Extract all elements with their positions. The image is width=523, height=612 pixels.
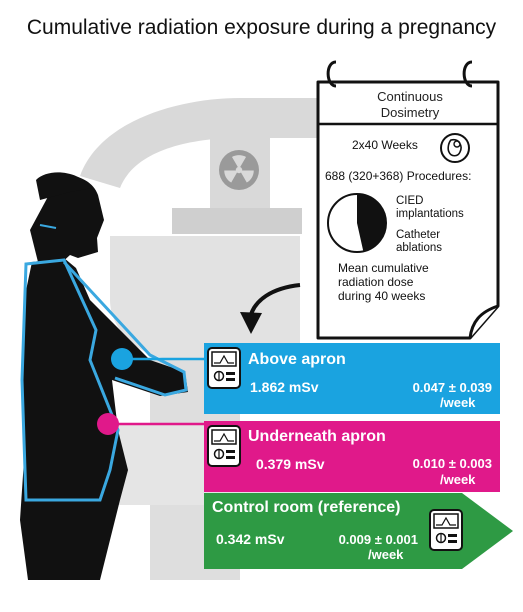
procedure-pie-chart [327, 193, 387, 253]
underneath-apron-rate-unit: /week [440, 472, 476, 487]
cied-label-line2: implantations [396, 208, 464, 220]
underneath-apron-title: Underneath apron [248, 428, 386, 445]
underneath-apron-rate: 0.010 ± 0.003 [412, 456, 492, 471]
procedures-label: 688 (320+368) Procedures: [325, 169, 472, 183]
underneath-apron-dot [97, 413, 119, 435]
cied-label-line1: CIED [396, 195, 424, 207]
dosimetry-calendar [316, 60, 500, 340]
control-room-rate-unit: /week [368, 547, 404, 562]
mean-dose-line1: Mean cumulative [338, 261, 429, 275]
control-room-rate: 0.009 ± 0.001 [338, 532, 418, 547]
weeks-label: 2x40 Weeks [352, 138, 418, 152]
pie-slice-cied [357, 194, 387, 252]
calendar-heading-line1: Continuous [377, 89, 443, 104]
control-room-title: Control room (reference) [212, 499, 401, 516]
mean-dose-line2: radiation dose [338, 275, 414, 289]
fetus-icon [440, 133, 470, 163]
dosimeter-icon [429, 509, 463, 551]
control-room-dose: 0.342 mSv [216, 531, 285, 547]
above-apron-dose: 1.862 mSv [250, 379, 319, 395]
pointer-arrow [240, 283, 301, 334]
above-apron-title: Above apron [248, 351, 346, 368]
page-title: Cumulative radiation exposure during a p… [26, 16, 497, 39]
ablation-label-line2: ablations [396, 242, 443, 254]
above-apron-rate: 0.047 ± 0.039 [412, 380, 492, 395]
mean-dose-line3: during 40 weeks [338, 289, 426, 303]
underneath-apron-box [204, 421, 500, 492]
above-apron-dot [111, 348, 133, 370]
radiation-icon [219, 150, 259, 190]
ablation-label-line1: Catheter [396, 229, 441, 241]
above-apron-rate-unit: /week [440, 395, 476, 410]
dosimeter-icon [207, 425, 241, 467]
above-apron-box [204, 343, 500, 414]
underneath-apron-dose: 0.379 mSv [256, 456, 325, 472]
dosimeter-icon [207, 347, 241, 389]
calendar-heading-line2: Dosimetry [380, 105, 440, 120]
